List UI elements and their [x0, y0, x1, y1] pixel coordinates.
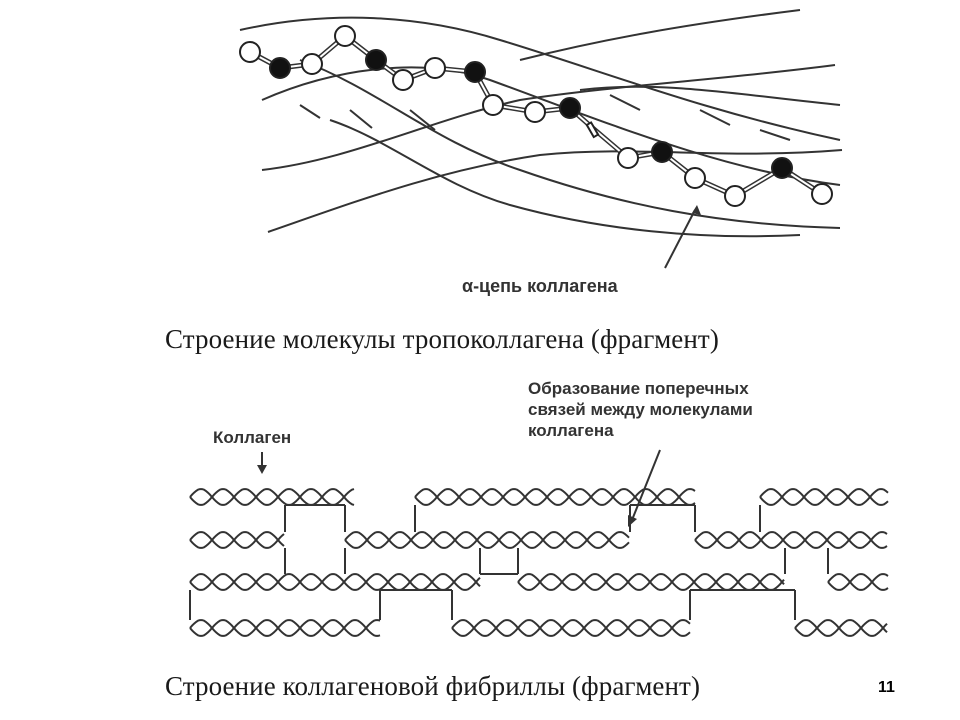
molecule-strand-1 [694, 531, 888, 549]
atom [771, 157, 793, 179]
atom [684, 167, 706, 189]
collagen-molecule [517, 573, 785, 591]
triple-helix-diagram [239, 9, 843, 269]
molecule-strand-2 [189, 619, 381, 637]
molecule-strand-2 [759, 488, 889, 506]
collagen-pointer-head [257, 465, 267, 474]
atom [464, 61, 486, 83]
crosslink-label-line-1: Образование поперечных [528, 379, 749, 398]
collagen-fibril-diagram [189, 488, 889, 637]
collagen-molecule [189, 573, 481, 591]
amino-acid-chain [239, 25, 833, 207]
collagen-molecule [189, 488, 355, 506]
atom [334, 25, 356, 47]
atom [365, 49, 387, 71]
helix-strand-b-lower [267, 149, 843, 233]
atom [559, 97, 581, 119]
helix-hatch-1 [299, 104, 321, 119]
molecule-strand-1 [344, 531, 630, 549]
atom [724, 185, 746, 207]
alpha-chain-label: α-цепь коллагена [462, 276, 618, 296]
helix-strand-tail-2 [579, 85, 841, 106]
atom [269, 57, 291, 79]
molecule-strand-2 [694, 531, 888, 549]
molecule-strand-1 [189, 488, 355, 506]
molecule-strand-1 [827, 573, 889, 591]
molecule-strand-1 [189, 619, 381, 637]
helix-strand-tail-1 [519, 9, 801, 61]
helix-hatch-6 [759, 129, 791, 141]
page-number: 11 [878, 679, 895, 696]
atom [392, 69, 414, 91]
molecule-strand-1 [794, 619, 888, 637]
molecule-strand-2 [517, 573, 785, 591]
collagen-label: Коллаген [213, 428, 292, 447]
helix-strand-a-upper [239, 16, 841, 141]
crosslink-pointer-line [631, 449, 661, 521]
collagen-molecule [759, 488, 889, 506]
collagen-molecule [189, 619, 381, 637]
helix-strand-b-upper [261, 64, 836, 171]
atom [617, 147, 639, 169]
helix-hatch-5 [699, 109, 731, 126]
figure-caption-tropocollagen: Строение молекулы тропоколлагена (фрагме… [165, 324, 719, 354]
atom [301, 53, 323, 75]
helix-strand-c-lower [329, 119, 801, 238]
alpha-chain-pointer-head [692, 205, 701, 215]
alpha-chain-pointer-line [664, 209, 696, 269]
molecule-strand-1 [759, 488, 889, 506]
molecule-strand-2 [189, 573, 481, 591]
molecule-strand-2 [344, 531, 630, 549]
figure-caption-fibril: Строение коллагеновой фибриллы (фрагмент… [165, 671, 701, 701]
atom [524, 101, 546, 123]
collagen-molecule [451, 619, 691, 637]
atom [239, 41, 261, 63]
crosslink-label-line-3: коллагена [528, 421, 614, 440]
helix-hatch-3 [409, 109, 436, 131]
molecule-strand-2 [189, 531, 285, 549]
collagen-molecule [414, 488, 696, 506]
helix-hatch-2 [349, 109, 373, 129]
crosslink-label: Образование поперечных связей между моле… [528, 378, 828, 441]
molecule-strand-1 [189, 531, 285, 549]
crosslink-pointer-head [628, 515, 637, 527]
collagen-molecule [344, 531, 630, 549]
helix-hatch-4 [609, 94, 641, 111]
molecule-strand-2 [827, 573, 889, 591]
molecule-strand-2 [414, 488, 696, 506]
collagen-molecule [189, 531, 285, 549]
molecule-strand-2 [189, 488, 355, 506]
collagen-molecule [794, 619, 888, 637]
collagen-molecule [694, 531, 888, 549]
helix-strand-a-lower [261, 66, 841, 186]
atom [424, 57, 446, 79]
peptide-bond-marker [585, 121, 600, 139]
crosslink-label-line-2: связей между молекулами [528, 400, 753, 419]
atom [811, 183, 833, 205]
atom [482, 94, 504, 116]
molecule-strand-2 [794, 619, 888, 637]
molecule-strand-2 [451, 619, 691, 637]
helix-strand-c-upper [299, 59, 841, 229]
atom [651, 141, 673, 163]
fibril-pointers [257, 449, 661, 527]
collagen-molecule [827, 573, 889, 591]
